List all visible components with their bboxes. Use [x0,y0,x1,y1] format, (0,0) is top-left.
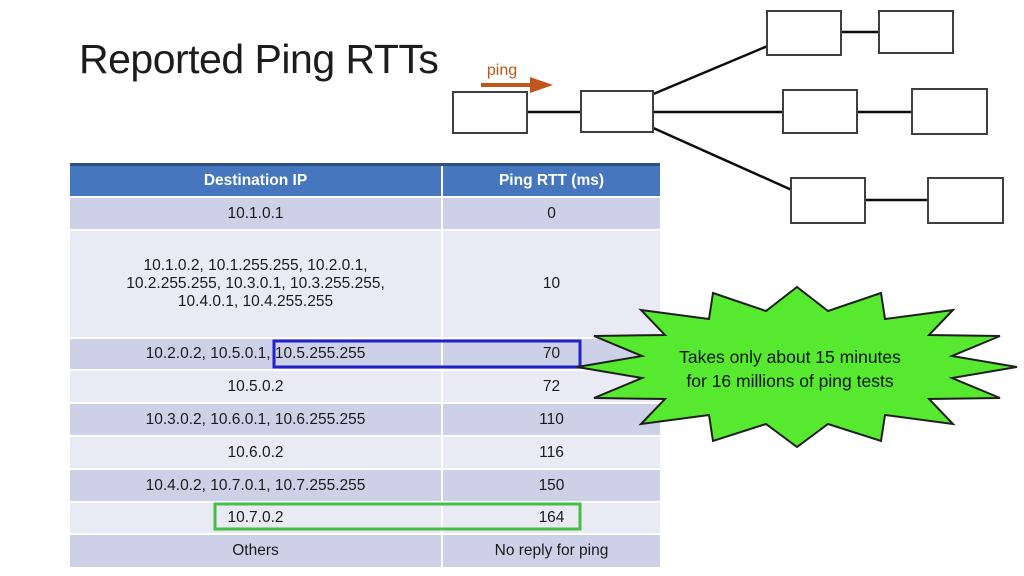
network-node [782,89,858,134]
table-row: 10.1.0.1 0 [70,198,660,229]
rtt-cell: 110 [539,410,564,428]
rtt-cell: 0 [547,204,556,222]
table-header-row: Destination IP Ping RTT (ms) [70,163,660,196]
highlight-rect-blue [272,339,582,369]
network-node-blue [766,10,842,56]
dest-ip-cell: Others [70,535,443,567]
network-node-green [927,177,1004,224]
dest-ip-cell: 10.6.0.2 [70,437,443,468]
highlight-rect-green [213,502,582,531]
dest-ip-cell: 10.4.0.2, 10.7.0.1, 10.7.255.255 [70,470,443,501]
dest-ip-cell: 10.7.0.2 [70,503,443,533]
dest-ip-cell: 10.5.0.2 [70,371,443,402]
table-row: 10.3.0.2, 10.6.0.1, 10.6.255.255 110 [70,404,660,435]
network-node-source-red [452,91,528,134]
dest-ip-cell: 10.1.0.2, 10.1.255.255, 10.2.0.1, 10.2.2… [70,231,443,337]
dest-ip-cell: 10.1.0.1 [70,198,443,229]
table-row: 10.2.0.2, 10.5.0.1, 10.5.255.255 70 [70,339,660,369]
dest-ip-cell: 10.3.0.2, 10.6.0.1, 10.6.255.255 [70,404,443,435]
slide-title: Reported Ping RTTs [79,36,439,82]
callout-starburst [576,285,1018,449]
table-row: Others No reply for ping [70,535,660,567]
rtt-cell: 72 [542,377,561,395]
rtt-cell: No reply for ping [494,542,609,559]
table-row: 10.1.0.2, 10.1.255.255, 10.2.0.1, 10.2.2… [70,231,660,337]
column-header-ping-rtt: Ping RTT (ms) [498,172,605,189]
table-row: 10.5.0.2 72 [70,371,660,402]
network-edge [650,125,795,193]
table-row: 10.6.0.2 116 [70,437,660,468]
dest-ip-cell: 10.2.0.2, 10.5.0.1, 10.5.255.255 [70,339,443,369]
rtt-cell: 10 [542,275,561,292]
network-node [878,10,954,54]
network-node [911,88,988,135]
rtt-cell: 70 [542,345,561,362]
callout-text-line2: for 16 millions of ping tests [686,371,893,391]
ping-arrow-head-icon [530,77,553,93]
network-node-hub [580,90,654,133]
column-header-destination-ip: Destination IP [70,166,443,196]
rtt-cell: 164 [538,509,565,526]
rtt-cell: 116 [539,443,564,461]
callout-text-line1: Takes only about 15 minutes [679,347,901,367]
network-node [790,177,866,224]
ping-label: ping [487,62,517,79]
rtt-cell: 150 [538,476,565,494]
table-row: 10.4.0.2, 10.7.0.1, 10.7.255.255 150 [70,470,660,501]
network-edge [650,43,771,97]
ping-rtt-table: Destination IP Ping RTT (ms) 10.1.0.1 0 … [70,163,660,569]
